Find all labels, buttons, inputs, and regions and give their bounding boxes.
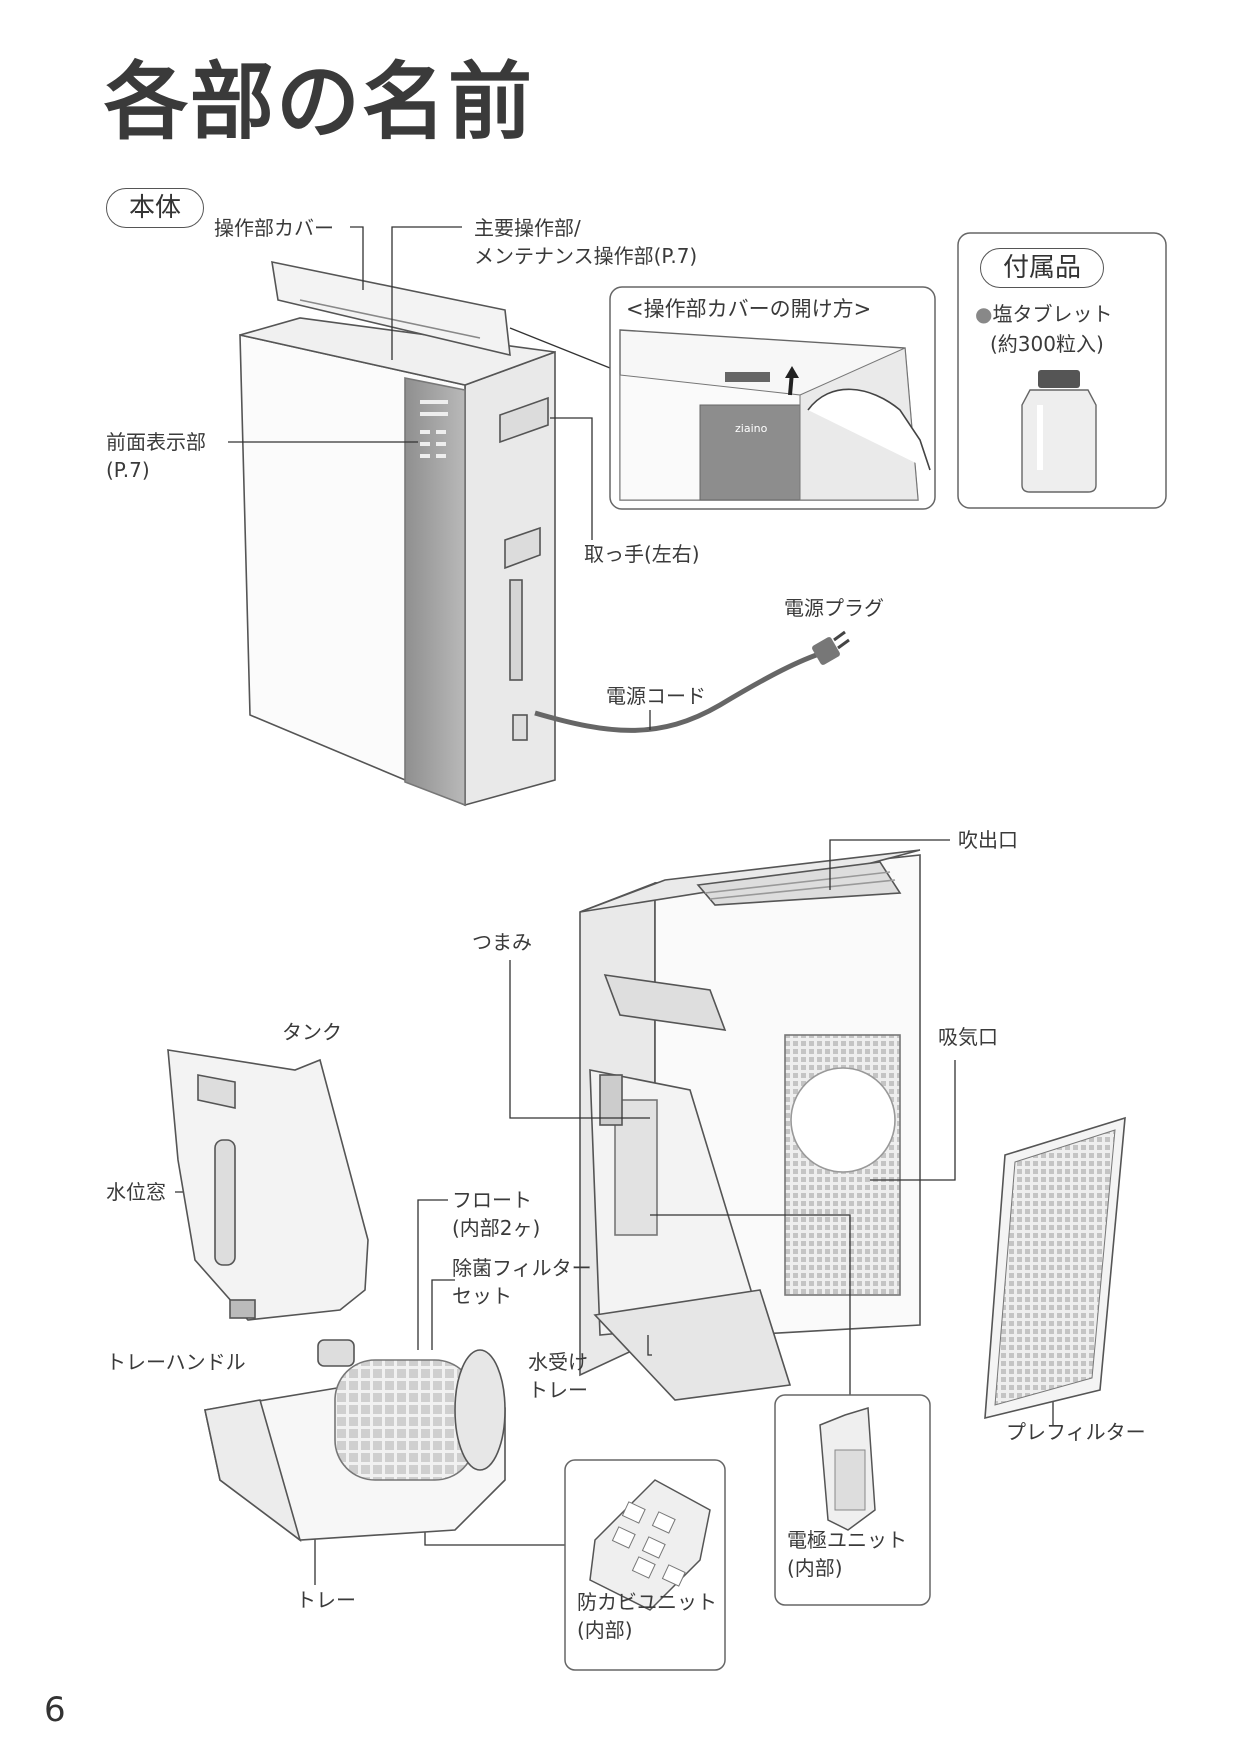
section-tag-body: 本体 [106, 188, 205, 228]
bullet-icon: ● [975, 302, 993, 326]
page-title: 各部の名前 [104, 53, 535, 151]
label-float-line1: フロート [452, 1188, 532, 1212]
label-inlet: 吸気口 [938, 1025, 998, 1049]
cover-inset-drawing [609, 286, 936, 510]
label-tray-handle: トレーハンドル [106, 1350, 246, 1374]
label-filter-set-line1: 除菌フィルター [452, 1256, 592, 1280]
label-drip-tray: 水受け トレー [528, 1348, 588, 1404]
label-float: フロート (内部2ヶ) [452, 1186, 540, 1242]
label-antimold-line2: (内部) [577, 1618, 633, 1642]
accessory-item-note: (約300粒入) [990, 332, 1104, 356]
label-filter-set-line2: セット [452, 1284, 512, 1308]
label-drip-tray-line2: トレー [528, 1378, 588, 1402]
label-antimold-line1: 防カビユニット [577, 1590, 717, 1614]
label-prefilter: プレフィルター [1006, 1420, 1146, 1444]
label-antimold-unit: 防カビユニット (内部) [577, 1588, 717, 1644]
label-main-controls-line2: メンテナンス操作部(P.7) [474, 244, 698, 268]
accessory-item: ●塩タブレット [975, 300, 1112, 328]
label-power-cord: 電源コード [606, 684, 706, 708]
label-knob: つまみ [472, 930, 532, 954]
power-plug-drawing [812, 630, 850, 665]
inset-title: <操作部カバーの開け方> [626, 297, 872, 321]
label-electrode-line2: (内部) [787, 1556, 843, 1580]
label-tray: トレー [296, 1588, 356, 1612]
page-number: 6 [44, 1690, 66, 1730]
label-outlet: 吹出口 [958, 828, 1018, 852]
front-unit-drawing [239, 260, 556, 807]
accessory-item-name: 塩タブレット [992, 302, 1113, 326]
inset-brand-logo: ziaino [735, 422, 768, 435]
label-front-display-line1: 前面表示部 [106, 430, 206, 454]
label-drip-tray-line1: 水受け [528, 1350, 588, 1374]
rear-unit-drawing [579, 849, 921, 1401]
label-main-controls: 主要操作部/ メンテナンス操作部(P.7) [474, 214, 697, 270]
label-handle: 取っ手(左右) [584, 542, 700, 566]
tray-drawing [204, 1339, 506, 1543]
leader-lines-front [228, 226, 651, 730]
antimold-inset-drawing [564, 1459, 726, 1671]
power-cord-drawing [534, 649, 826, 733]
tank-drawing [167, 1049, 369, 1321]
label-filter-set: 除菌フィルター セット [452, 1254, 592, 1310]
label-power-plug: 電源プラグ [784, 596, 884, 620]
accessory-box-drawing [957, 232, 1167, 509]
label-front-display: 前面表示部 (P.7) [106, 428, 206, 484]
label-tank: タンク [282, 1020, 342, 1044]
label-main-controls-line1: 主要操作部/ [474, 216, 581, 240]
label-float-line2: (内部2ヶ) [452, 1216, 541, 1240]
label-control-cover: 操作部カバー [214, 216, 334, 240]
prefilter-drawing [984, 1116, 1126, 1420]
label-electrode-line1: 電極ユニット [787, 1528, 907, 1552]
label-electrode-unit: 電極ユニット (内部) [787, 1526, 907, 1582]
electrode-inset-drawing [774, 1394, 931, 1606]
section-tag-accessories: 付属品 [980, 248, 1105, 288]
label-front-display-line2: (P.7) [106, 458, 150, 482]
label-water-window: 水位窓 [106, 1180, 166, 1204]
